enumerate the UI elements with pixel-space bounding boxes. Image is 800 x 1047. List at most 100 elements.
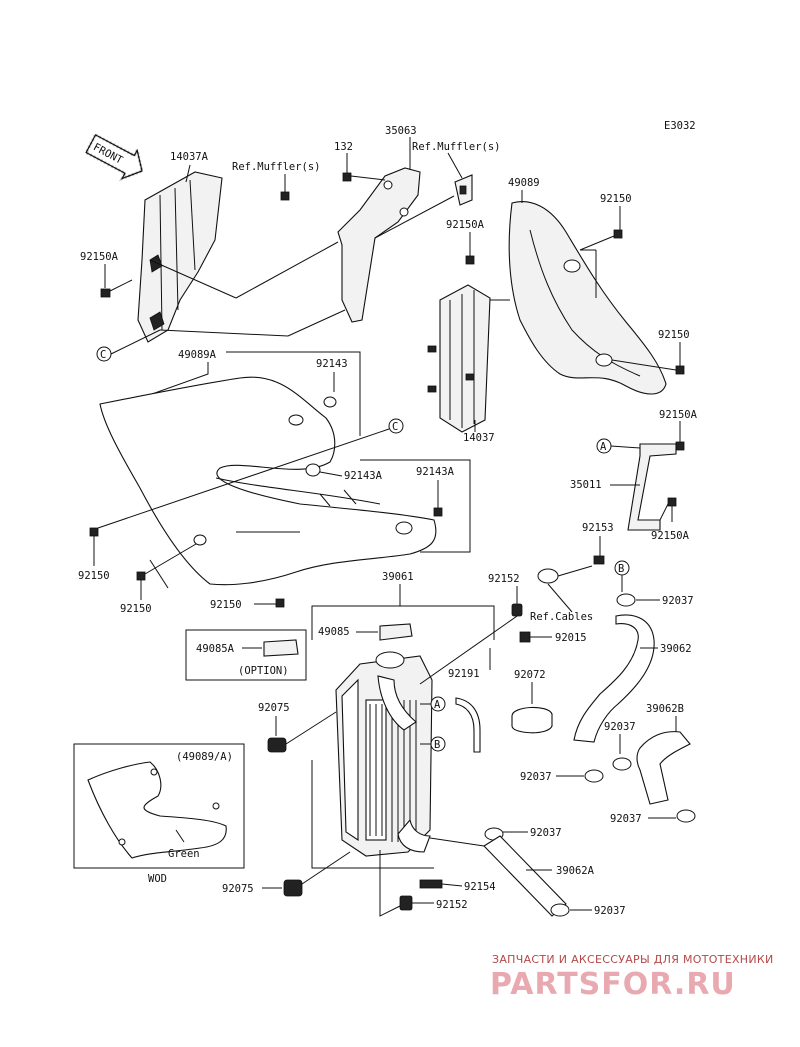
grommet-92143 — [323, 396, 337, 408]
bolt-92150a-mid — [465, 255, 475, 265]
clamp-92037-3 — [584, 769, 604, 783]
part-label-49085: 49085 — [318, 626, 350, 638]
hose-39062 — [573, 614, 655, 743]
clamp-92037-4 — [676, 809, 696, 823]
inset-part-label: (49089/A) — [176, 751, 233, 763]
part-label-92075-1: 92075 — [258, 702, 290, 714]
bolt-muffler — [280, 191, 290, 201]
callout-b-top: B — [618, 563, 624, 575]
clamp-92072 — [511, 706, 553, 734]
bolt-92150-l2 — [136, 571, 146, 581]
callout-a-rad: A — [434, 699, 441, 711]
bolt-92150a-left — [100, 279, 133, 298]
option-label: (OPTION) — [238, 665, 289, 677]
part-label-92037-6: 92037 — [594, 905, 626, 917]
part-label-92150a-right: 92150A — [659, 409, 698, 421]
part-label-49089a: 49089A — [178, 349, 217, 361]
part-label-92037-4: 92037 — [610, 813, 642, 825]
clamp-92037-6 — [550, 903, 570, 917]
bolt-92154 — [419, 879, 443, 889]
clamp-92037-1 — [616, 593, 636, 607]
part-label-35011: 35011 — [570, 479, 602, 491]
part-label-92152-bottom: 92152 — [436, 899, 468, 911]
part-label-92150a-mid: 92150A — [446, 219, 485, 231]
part-label-92153: 92153 — [582, 522, 614, 534]
part-label-92150-l2: 92150 — [120, 603, 152, 615]
part-label-92152-top: 92152 — [488, 573, 520, 585]
part-label-39062b: 39062B — [646, 703, 684, 715]
part-label-92143a-1: 92143A — [344, 470, 383, 482]
part-label-92143: 92143 — [316, 358, 348, 370]
part-label-49085a: 49085A — [196, 643, 235, 655]
collar-92143a-2 — [433, 507, 443, 517]
cushion-49085 — [379, 623, 413, 641]
radiator-39061 — [335, 651, 433, 857]
part-label-49089: 49089 — [508, 177, 540, 189]
nut-92015 — [519, 631, 531, 643]
part-label-92037-2: 92037 — [604, 721, 636, 733]
bolt-92150-c — [275, 598, 285, 608]
collar-92152-top — [511, 603, 523, 617]
shroud-14037a — [137, 171, 223, 343]
bolt-92150a-bottom — [667, 497, 677, 507]
part-label-92150-tr: 92150 — [600, 193, 632, 205]
part-label-92150-l1: 92150 — [78, 570, 110, 582]
part-label-14037a: 14037A — [170, 151, 209, 163]
shroud-49089 — [508, 201, 667, 395]
louver-14037 — [427, 284, 510, 433]
cushion-49085a — [263, 639, 299, 657]
part-label-39062a: 39062A — [556, 865, 595, 877]
part-label-35063: 35063 — [385, 125, 417, 137]
shroud-49089a — [99, 376, 437, 586]
grommet-92075-1 — [267, 737, 287, 753]
part-label-92150a-left: 92150A — [80, 251, 119, 263]
bolt-92150a-right — [675, 441, 685, 451]
hose-92191 — [455, 697, 481, 753]
part-label-92015: 92015 — [555, 632, 587, 644]
clamp-92037-2 — [612, 757, 632, 771]
part-label-92154: 92154 — [464, 881, 496, 893]
ref-muffler-label-2: Ref.Muffler(s) — [412, 141, 501, 153]
part-label-92150-r: 92150 — [658, 329, 690, 341]
callout-b-rad: B — [434, 739, 440, 751]
bolt-132 — [342, 172, 352, 182]
part-label-39062: 39062 — [660, 643, 692, 655]
bolt-92153 — [593, 555, 605, 565]
watermark-brand: PARTSFOR.RU — [490, 967, 736, 1002]
part-label-92143a-2: 92143A — [416, 466, 455, 478]
part-label-132: 132 — [334, 141, 353, 153]
ref-cables-label: Ref.Cables — [530, 611, 593, 623]
callout-c-left: C — [100, 349, 106, 361]
ref-muffler-label-1: Ref.Muffler(s) — [232, 161, 321, 173]
bolt-92150-l1 — [89, 527, 99, 537]
inset-shroud — [87, 761, 227, 859]
bolt-92150-tr — [613, 229, 623, 239]
grommet-92075-2 — [283, 879, 303, 897]
callout-c-mid: C — [392, 421, 398, 433]
front-arrow-icon: FRONT — [84, 132, 144, 182]
collar-92152-bottom — [399, 895, 413, 911]
part-label-92150a-bottom: 92150A — [651, 530, 690, 542]
part-label-92037-3: 92037 — [520, 771, 552, 783]
callout-a-right: A — [600, 441, 607, 453]
bolt-92150-r — [675, 365, 685, 375]
collar-92143a-1 — [305, 463, 321, 477]
part-label-39061: 39061 — [382, 571, 414, 583]
wod-label: WOD — [148, 873, 167, 885]
part-label-92075-2: 92075 — [222, 883, 254, 895]
part-label-92072: 92072 — [514, 669, 546, 681]
part-label-92191: 92191 — [448, 668, 480, 680]
diagram-code: E3032 — [664, 120, 696, 132]
hose-39062b — [636, 731, 691, 805]
cable-clamp — [537, 568, 559, 584]
watermark-tagline: ЗАПЧАСТИ И АКСЕССУАРЫ ДЛЯ МОТОТЕХНИКИ — [492, 953, 774, 966]
inset-color-label: Green — [168, 848, 200, 860]
part-label-92037-1: 92037 — [662, 595, 694, 607]
bracket-35063 — [337, 167, 473, 323]
part-label-14037: 14037 — [463, 432, 495, 444]
part-label-92150-c: 92150 — [210, 599, 242, 611]
part-label-92037-5: 92037 — [530, 827, 562, 839]
stay-35011 — [627, 443, 677, 531]
